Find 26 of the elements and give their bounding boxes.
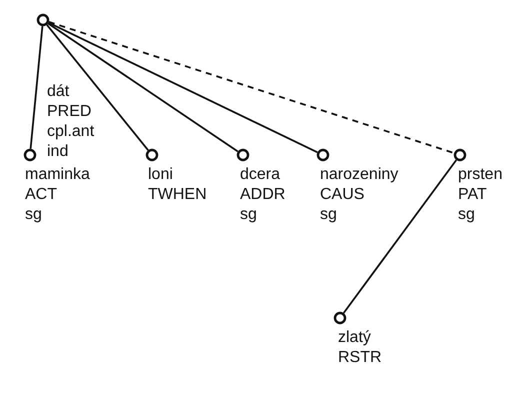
node-label: PAT [458,185,487,205]
node-label: sg [240,205,257,225]
node-label: RSTR [338,348,382,368]
tree-edge [46,24,149,151]
tree-edge [48,21,454,154]
node-label: loni [148,165,173,185]
node-label: ACT [25,185,57,205]
node-label: CAUS [320,185,364,205]
node-label: zlatý [338,328,371,348]
node-label: ADDR [240,185,286,205]
node-label: sg [458,205,475,225]
node-label: dcera [240,165,280,185]
tree-edge [30,26,44,149]
node-annotation: dát [47,82,70,102]
node-label: narozeniny [320,165,398,185]
node-annotation: cpl.ant [47,122,94,142]
node-label: prsten [458,165,502,185]
tree-edge [342,159,458,314]
node-annotation: ind [47,142,70,162]
node-label: sg [25,205,42,225]
node-label: maminka [25,165,90,185]
node-label: sg [320,205,337,225]
node-annotation: PRED [47,102,92,122]
tree-edge [48,22,238,152]
node-label: TWHEN [148,185,207,205]
tree-edge [48,22,318,154]
